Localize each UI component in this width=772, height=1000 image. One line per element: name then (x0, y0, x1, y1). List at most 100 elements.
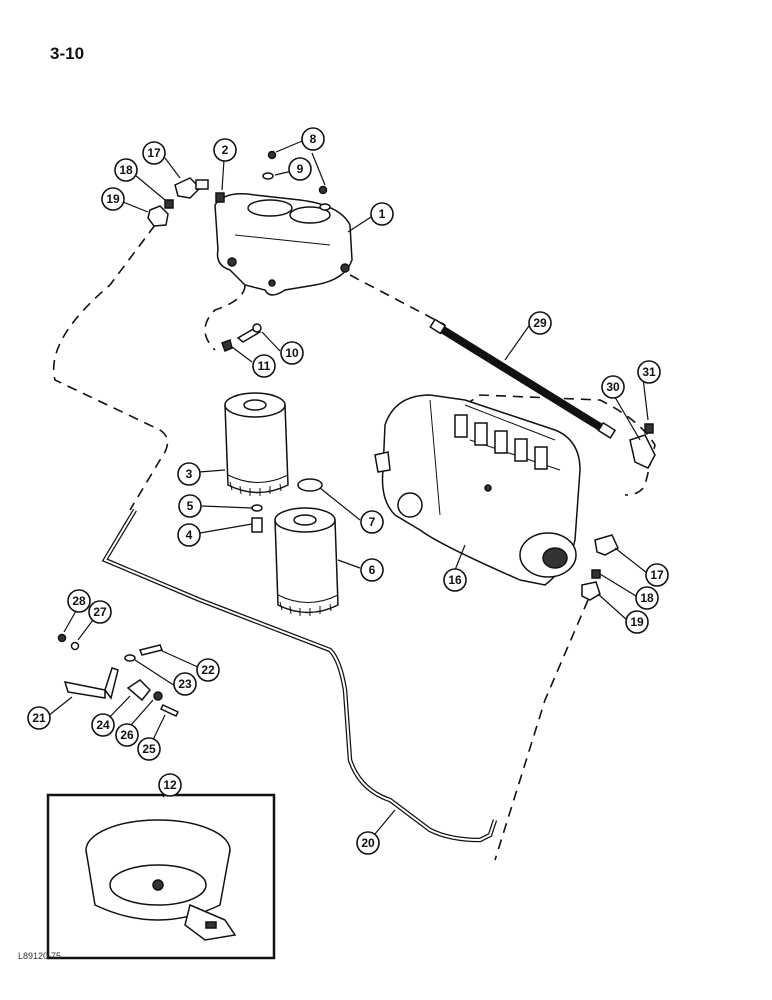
callout-2: 2 (213, 138, 237, 162)
callout-labels: 1234567891011121617171818191920212223242… (27, 127, 669, 855)
callout-circle (601, 375, 625, 399)
callout-11: 11 (252, 354, 276, 378)
callout-29: 29 (528, 311, 552, 335)
callout-circle (27, 706, 51, 730)
callout-number: 30 (606, 380, 620, 394)
callout-circle (196, 658, 220, 682)
callout-number: 23 (178, 677, 192, 691)
callout-circle (115, 723, 139, 747)
callout-number: 2 (222, 143, 229, 157)
callout-number: 17 (650, 568, 664, 582)
callout-number: 18 (119, 163, 133, 177)
callout-1: 1 (370, 202, 394, 226)
callout-number: 31 (642, 365, 656, 379)
fuel-line-29 (429, 318, 617, 439)
callout-circle (301, 127, 325, 151)
callout-8: 8 (301, 127, 325, 151)
callout-circle (356, 831, 380, 855)
callout-number: 5 (187, 499, 194, 513)
mounting-bracket-parts (57, 633, 180, 717)
callout-16: 16 (443, 568, 467, 592)
callout-10: 10 (280, 341, 304, 365)
page-number: 3-10 (50, 44, 85, 63)
callout-22: 22 (196, 658, 220, 682)
callout-number: 27 (93, 605, 107, 619)
callout-circle (158, 773, 182, 797)
callout-7: 7 (360, 510, 384, 534)
callout-circle (67, 589, 91, 613)
callout-circle (88, 600, 112, 624)
callout-31: 31 (637, 360, 661, 384)
callout-number: 9 (297, 162, 304, 176)
callout-circle (173, 672, 197, 696)
callout-9: 9 (288, 157, 312, 181)
callout-17: 17 (645, 563, 669, 587)
dashed-fuel-lines (53, 224, 656, 861)
callout-24: 24 (91, 713, 115, 737)
callout-circle (178, 494, 202, 518)
callout-30: 30 (601, 375, 625, 399)
callout-number: 22 (201, 663, 215, 677)
callout-circle (645, 563, 669, 587)
callout-circle (280, 341, 304, 365)
fittings-head (147, 150, 331, 227)
callout-number: 19 (630, 615, 644, 629)
callout-circle (213, 138, 237, 162)
fuel-filter-6 (274, 507, 339, 616)
callout-4: 4 (177, 523, 201, 547)
inset-filter-wrench-12 (46, 793, 276, 960)
callout-number: 29 (533, 316, 547, 330)
callout-circle (177, 523, 201, 547)
callout-3: 3 (177, 462, 201, 486)
fittings-pump (581, 423, 656, 601)
callout-circle (360, 510, 384, 534)
callout-19: 19 (101, 187, 125, 211)
callout-circle (625, 610, 649, 634)
callout-circle (443, 568, 467, 592)
figure-code: L89120-75 (18, 951, 62, 961)
callout-number: 4 (186, 528, 193, 542)
callout-number: 21 (32, 711, 46, 725)
bolt-10-nut-11 (221, 323, 262, 352)
callout-number: 24 (96, 718, 110, 732)
callout-circle (91, 713, 115, 737)
fuel-filter-3 (224, 392, 289, 496)
callout-18: 18 (635, 586, 659, 610)
callout-number: 12 (163, 778, 177, 792)
callout-circle (252, 354, 276, 378)
callout-19: 19 (625, 610, 649, 634)
injection-pump-16 (374, 394, 581, 586)
callout-20: 20 (356, 831, 380, 855)
callout-circle (360, 558, 384, 582)
callout-circle (114, 158, 138, 182)
callout-circle (637, 360, 661, 384)
callout-number: 7 (369, 515, 376, 529)
callout-number: 26 (120, 728, 134, 742)
callout-number: 16 (448, 573, 462, 587)
callout-27: 27 (88, 600, 112, 624)
callout-circle (177, 462, 201, 486)
callout-18: 18 (114, 158, 138, 182)
callout-circle (101, 187, 125, 211)
filter-head-1 (214, 193, 353, 296)
callout-26: 26 (115, 723, 139, 747)
callout-number: 20 (361, 836, 375, 850)
callout-number: 10 (285, 346, 299, 360)
callout-number: 1 (379, 207, 386, 221)
fuel-line-20 (101, 508, 498, 843)
callout-23: 23 (173, 672, 197, 696)
callout-circle (528, 311, 552, 335)
callout-17: 17 (142, 141, 166, 165)
callout-circle (137, 737, 161, 761)
callout-number: 6 (369, 563, 376, 577)
callout-6: 6 (360, 558, 384, 582)
callout-number: 28 (72, 594, 86, 608)
callout-number: 8 (310, 132, 317, 146)
callout-number: 3 (186, 467, 193, 481)
callout-circle (142, 141, 166, 165)
callout-21: 21 (27, 706, 51, 730)
callout-circle (635, 586, 659, 610)
callout-circle (288, 157, 312, 181)
callout-number: 18 (640, 591, 654, 605)
